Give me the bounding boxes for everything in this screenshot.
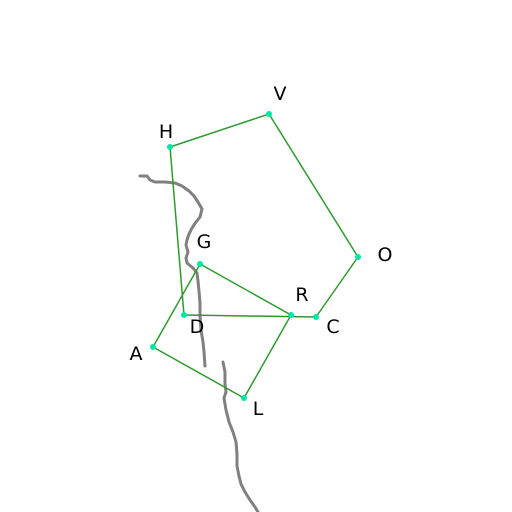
vertex-point-g bbox=[197, 261, 203, 267]
edge-c-d bbox=[183, 314, 317, 318]
vertex-label-d: D bbox=[190, 316, 205, 338]
edge-d-h bbox=[169, 146, 185, 316]
vertex-label-r: R bbox=[295, 284, 308, 306]
edge-o-c bbox=[315, 256, 359, 318]
edge-v-o bbox=[268, 113, 359, 258]
vertex-point-o bbox=[355, 254, 361, 260]
vertex-point-v bbox=[266, 111, 272, 117]
edge-g-r bbox=[199, 263, 292, 316]
vertex-point-l bbox=[241, 395, 247, 401]
vertex-label-v: V bbox=[274, 83, 287, 105]
vertex-label-h: H bbox=[159, 121, 173, 143]
vertex-label-g: G bbox=[197, 231, 212, 253]
lower-curve bbox=[221, 360, 260, 512]
edge-l-a bbox=[152, 346, 245, 399]
vertex-point-h bbox=[167, 144, 173, 150]
vertex-points bbox=[150, 111, 361, 401]
edge-r-l bbox=[243, 314, 292, 399]
vertex-labels: V H O G RC D A L bbox=[130, 83, 393, 420]
edge-h-v bbox=[169, 113, 270, 148]
vertex-label-a: A bbox=[130, 343, 143, 365]
vertex-point-c bbox=[313, 314, 319, 320]
vertex-point-a bbox=[150, 344, 156, 350]
vertex-label-c: C bbox=[326, 316, 339, 338]
edge-a-g bbox=[152, 263, 201, 348]
vertex-point-r bbox=[288, 312, 294, 318]
polygon-edges bbox=[152, 113, 359, 399]
vertex-label-o: O bbox=[378, 244, 393, 266]
vertex-point-d bbox=[181, 312, 187, 318]
vertex-label-l: L bbox=[253, 398, 264, 420]
